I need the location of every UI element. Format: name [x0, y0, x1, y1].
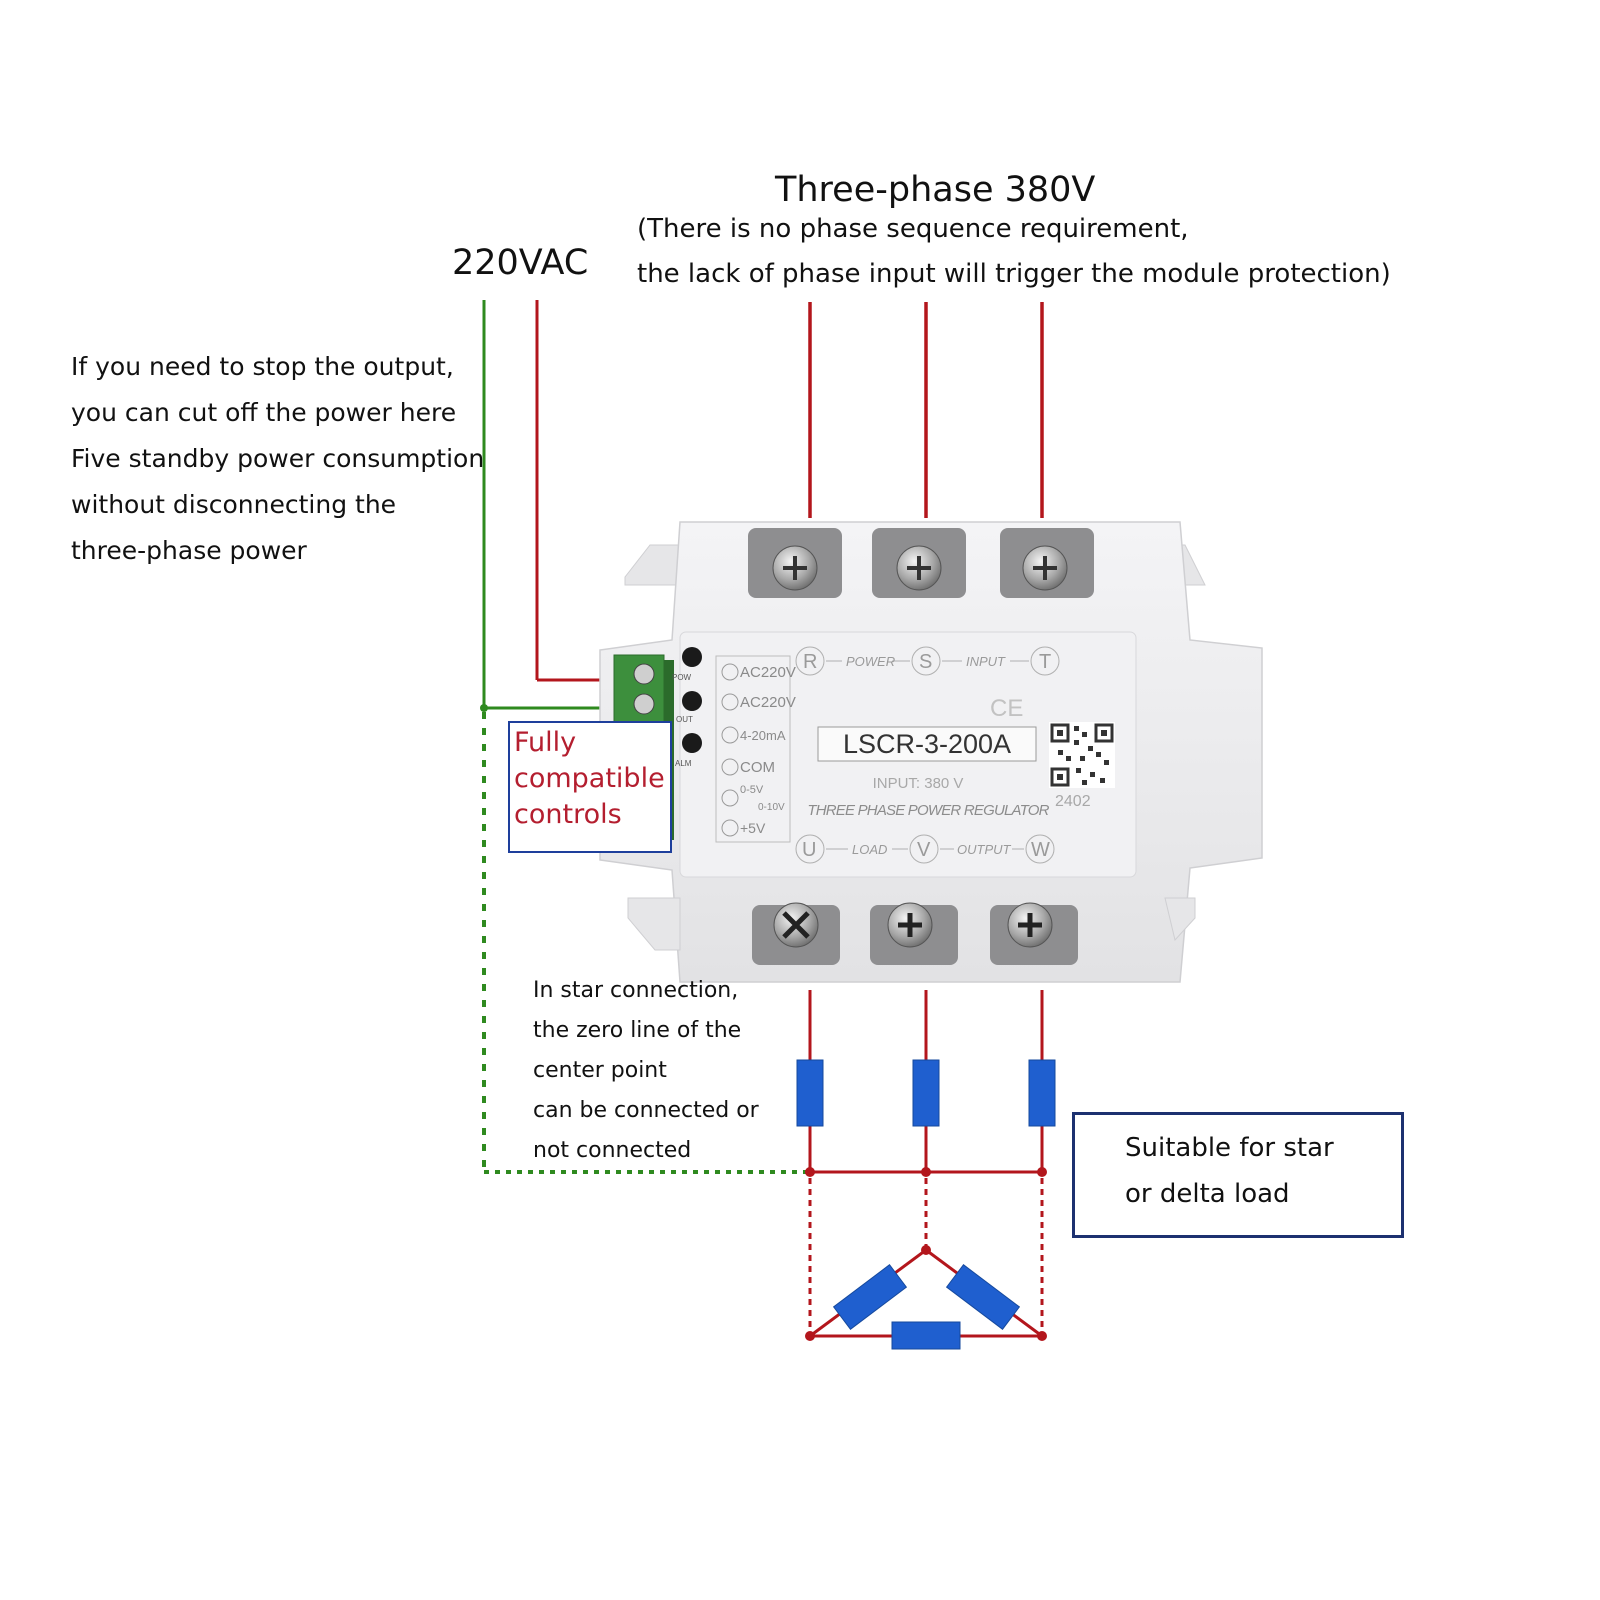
terminal-t-label: T	[1039, 651, 1051, 673]
led-label-out: OUT	[676, 715, 693, 724]
led-label-alm: ALM	[675, 759, 692, 768]
indicator-leds: POW OUT ALM	[672, 647, 702, 768]
left-note-line-5: three-phase power	[71, 536, 307, 565]
terminal-s-label: S	[919, 651, 932, 673]
left-note-line-2: you can cut off the power here	[71, 398, 457, 427]
ce-mark: CE	[990, 695, 1023, 722]
delta-load	[805, 1178, 1047, 1350]
compatible-controls-callout: Fully compatible controls	[508, 721, 672, 853]
led-pow	[682, 647, 702, 667]
legend-0-5v: 0-5V	[740, 784, 764, 796]
led-alm	[682, 733, 702, 753]
star-junctions	[805, 1167, 1047, 1177]
screw-icon	[773, 902, 819, 948]
legend-4-20ma: 4-20mA	[740, 728, 786, 743]
terminal-w-label: W	[1031, 839, 1050, 861]
phase-input-wires	[808, 302, 1044, 518]
caption-load: LOAD	[852, 842, 887, 857]
diagram-title: Three-phase 380V	[775, 170, 1096, 210]
output-terminals	[752, 902, 1078, 965]
model-number: LSCR-3-200A	[843, 729, 1011, 759]
load-type-callout: Suitable for star or delta load	[1072, 1112, 1404, 1238]
supply-voltage-label: 220VAC	[452, 243, 589, 283]
module-description: THREE PHASE POWER REGULATOR	[807, 802, 1049, 819]
star-note-line-2: the zero line of the	[533, 1018, 742, 1043]
screw-icon	[772, 545, 818, 591]
input-rating: INPUT: 380 V	[873, 775, 964, 792]
left-note-line-4: without disconnecting the	[71, 490, 397, 519]
screw-icon	[1007, 902, 1053, 948]
legend-0-10v: 0-10V	[758, 802, 785, 813]
star-note-line-4: can be connected or	[533, 1098, 759, 1123]
input-terminals	[748, 528, 1094, 598]
screw-icon	[633, 663, 655, 685]
led-label-pow: POW	[672, 673, 692, 682]
caption-input: INPUT	[966, 654, 1006, 669]
caption-power: POWER	[846, 654, 895, 669]
phase-markings	[795, 646, 1060, 864]
left-note-line-3: Five standby power consumption	[71, 444, 485, 473]
compat-line-1: Fully	[514, 727, 577, 758]
star-note-line-3: center point	[533, 1058, 667, 1083]
load-note-line-1: Suitable for star	[1125, 1133, 1334, 1163]
model-plate: LSCR-3-200A INPUT: 380 V THREE PHASE POW…	[807, 695, 1090, 819]
screw-icon	[887, 902, 933, 948]
star-note-line-5: not connected	[533, 1138, 692, 1163]
neutral-junction	[480, 704, 488, 712]
control-legend: AC220V AC220V 4-20mA COM 0-5V 0-10V +5V	[715, 655, 796, 843]
legend-ac220v-1: AC220V	[740, 664, 796, 681]
serial-number: 2402	[1055, 793, 1091, 810]
diagram-subtitle-line-1: (There is no phase sequence requirement,	[637, 214, 1189, 244]
star-note-line-1: In star connection,	[533, 978, 739, 1003]
caption-output: OUTPUT	[957, 842, 1012, 857]
screw-icon	[1022, 545, 1068, 591]
neutral-wire	[482, 300, 810, 1174]
terminal-u-label: U	[802, 839, 816, 861]
compat-line-3: controls	[514, 799, 622, 830]
terminal-v-label: V	[917, 839, 931, 861]
live-wire	[535, 300, 615, 682]
star-load-resistors	[796, 1059, 1056, 1127]
legend-com: COM	[740, 759, 775, 776]
legend-5v: +5V	[740, 820, 766, 836]
screw-icon	[633, 693, 655, 715]
legend-ac220v-2: AC220V	[740, 694, 796, 711]
left-note-line-1: If you need to stop the output,	[71, 352, 454, 381]
led-out	[682, 691, 702, 711]
qr-code-icon	[1049, 722, 1115, 788]
terminal-r-label: R	[803, 651, 817, 673]
diagram-subtitle-line-2: the lack of phase input will trigger the…	[637, 259, 1391, 289]
screw-icon	[896, 545, 942, 591]
compat-line-2: compatible	[514, 763, 665, 794]
load-note-line-2: or delta load	[1125, 1179, 1290, 1209]
